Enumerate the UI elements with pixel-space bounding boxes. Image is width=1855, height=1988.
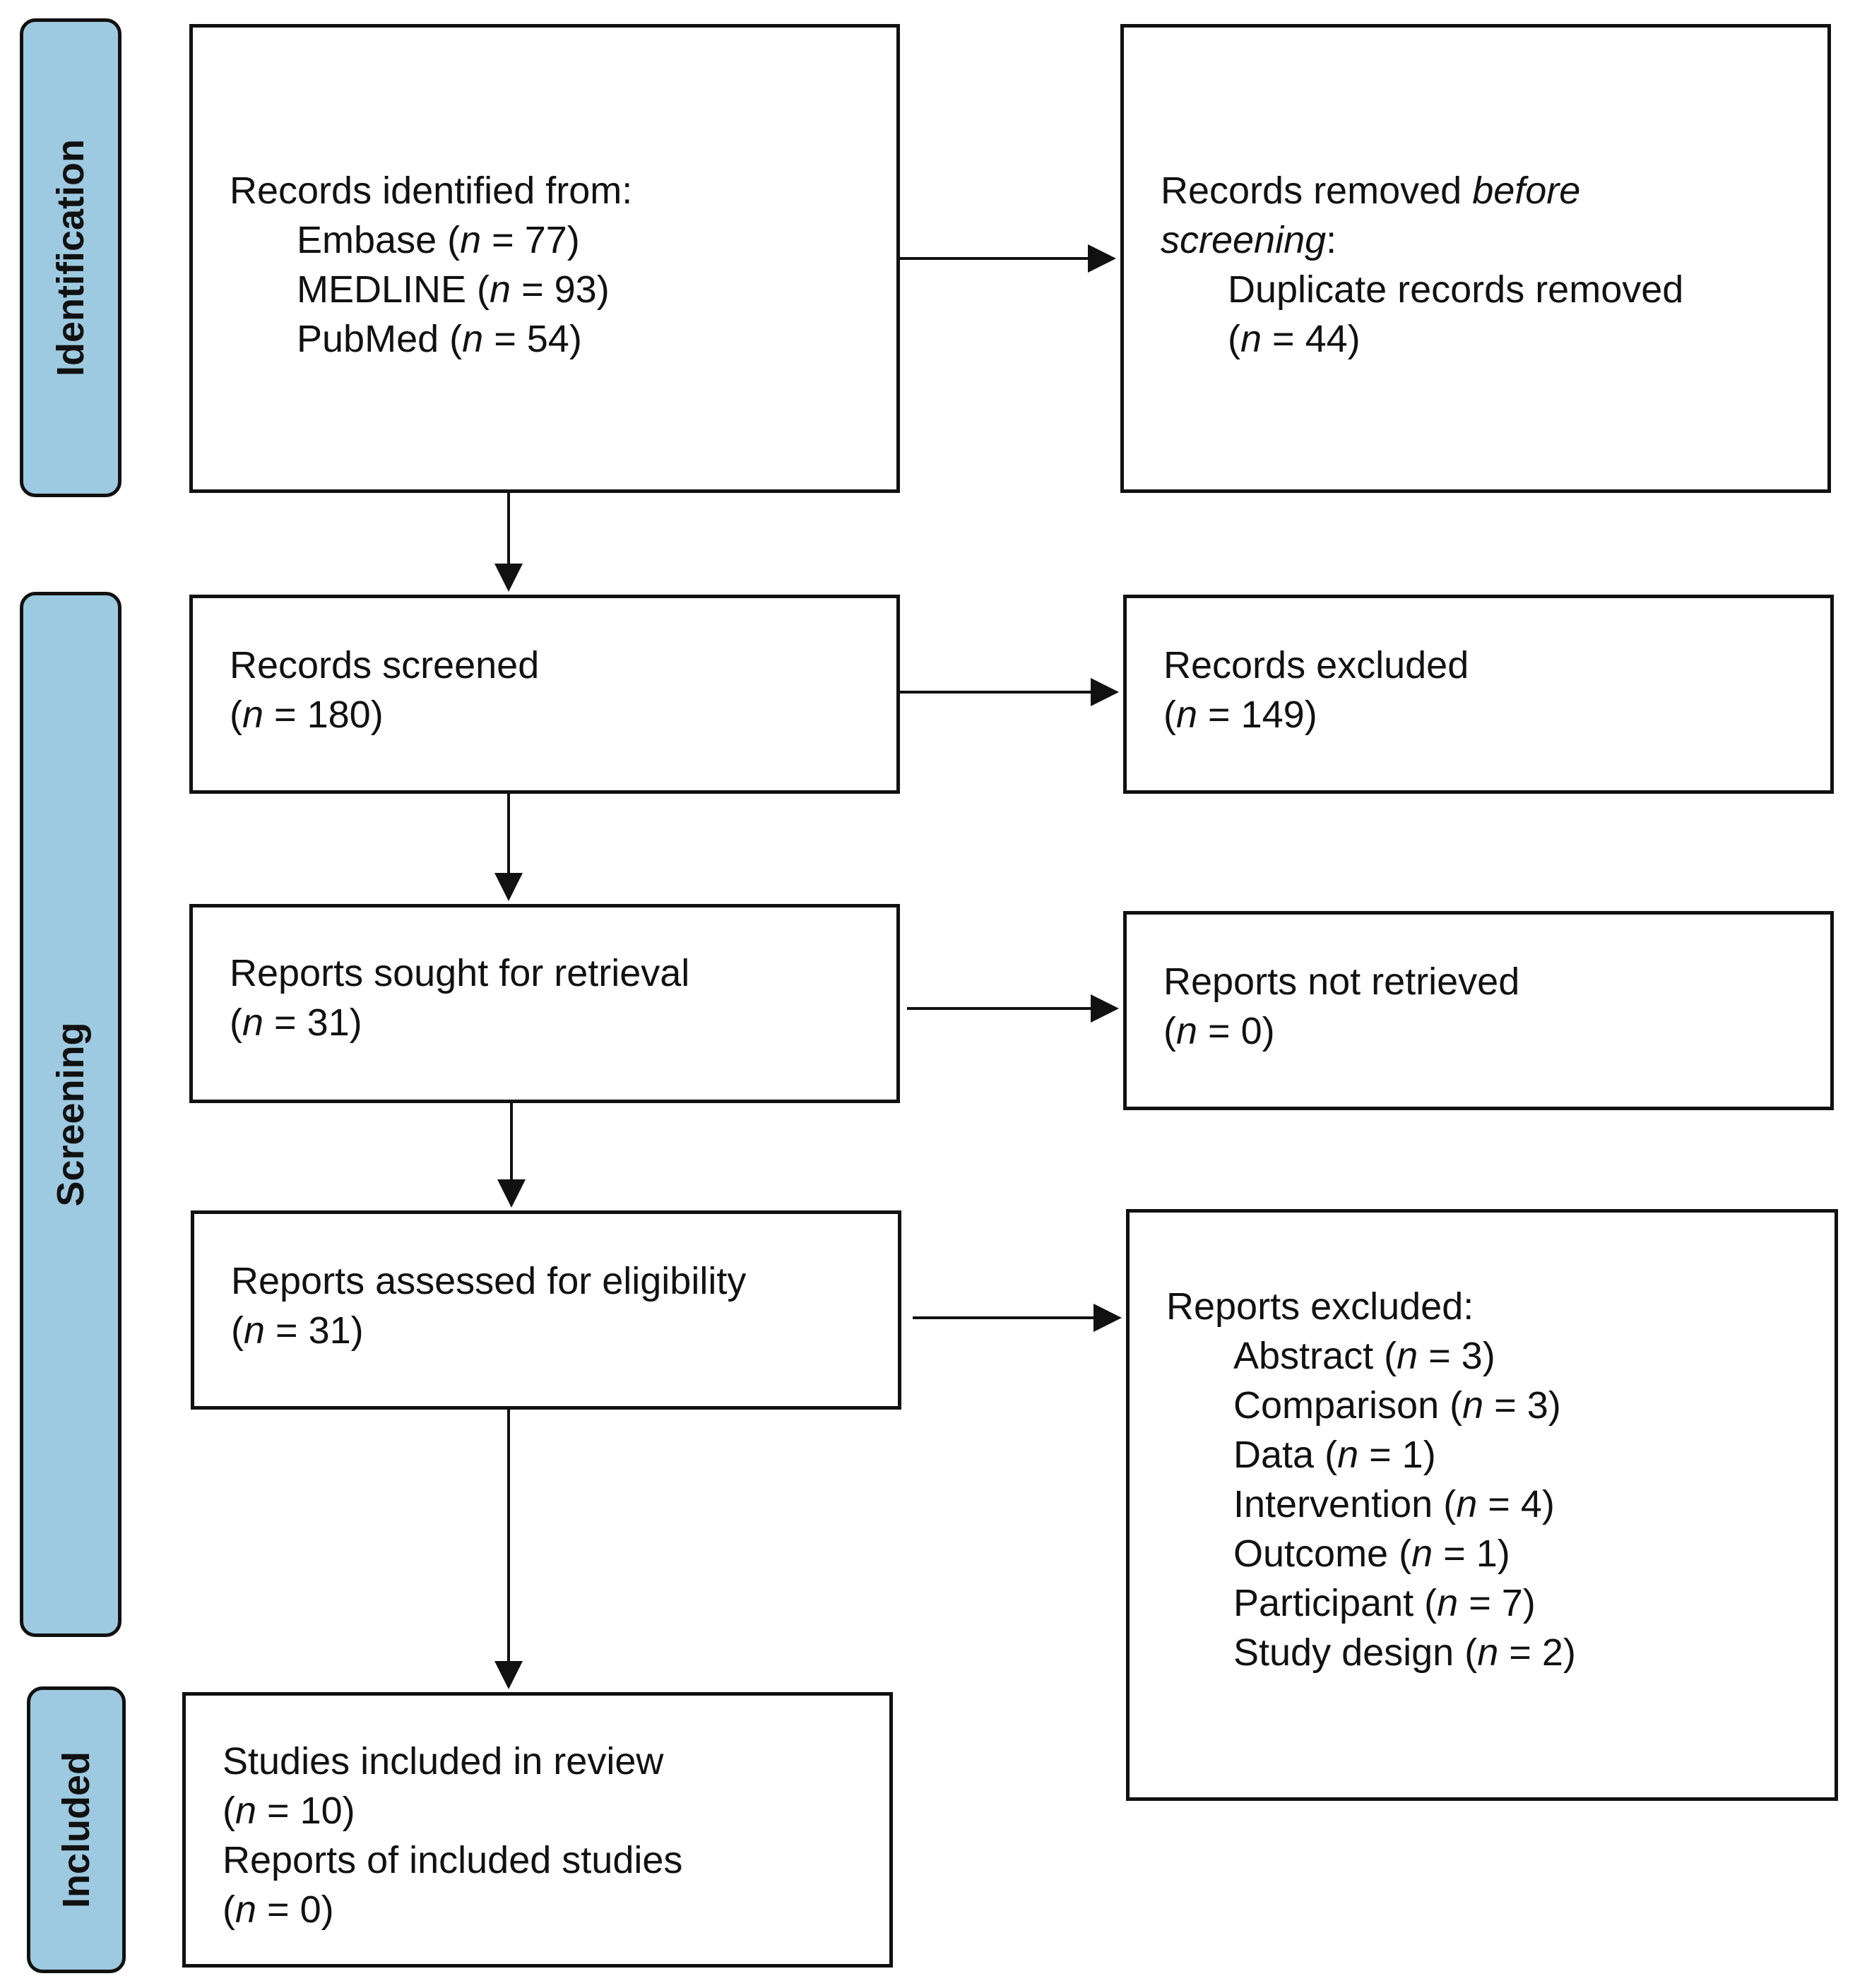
- records-identified-box: Records identified from: Embase (n = 77)…: [189, 24, 900, 493]
- source-embase: Embase (n = 77): [297, 219, 580, 261]
- records-removed-box: Records removed before screening: Duplic…: [1120, 24, 1831, 493]
- reports-not-retrieved-count: (n = 0): [1163, 1010, 1275, 1052]
- exclusion-reason-data: Data (n = 1): [1233, 1434, 1436, 1476]
- reports-not-retrieved-label: Reports not retrieved: [1163, 960, 1520, 1003]
- records-excluded-box: Records excluded (n = 149): [1123, 595, 1834, 794]
- phase-screening: Screening: [20, 592, 122, 1637]
- exclusion-reason-participant: Participant (n = 7): [1233, 1582, 1536, 1624]
- exclusion-reason-comparison: Comparison (n = 3): [1233, 1384, 1561, 1427]
- reports-not-retrieved-box: Reports not retrieved (n = 0): [1123, 911, 1834, 1110]
- source-medline: MEDLINE (n = 93): [297, 268, 610, 311]
- reports-sought-count: (n = 31): [230, 1001, 362, 1044]
- reports-sought-box: Reports sought for retrieval (n = 31): [189, 904, 900, 1103]
- reports-included-label: Reports of included studies: [223, 1839, 683, 1881]
- reports-assessed-count: (n = 31): [231, 1309, 364, 1352]
- exclusion-reason-intervention: Intervention (n = 4): [1233, 1483, 1555, 1525]
- records-excluded-count: (n = 149): [1163, 694, 1317, 736]
- phase-identification: Identification: [20, 18, 122, 497]
- phase-included: Included: [27, 1686, 126, 1973]
- studies-included-box: Studies included in review (n = 10) Repo…: [182, 1692, 893, 1968]
- studies-included-count: (n = 10): [223, 1790, 355, 1832]
- source-pubmed: PubMed (n = 54): [297, 318, 582, 360]
- records-screened-label: Records screened: [230, 644, 540, 686]
- reports-excluded-box: Reports excluded: Abstract (n = 3) Compa…: [1126, 1209, 1838, 1801]
- reports-included-count: (n = 0): [223, 1888, 334, 1931]
- records-screened-count: (n = 180): [230, 694, 384, 736]
- reports-assessed-label: Reports assessed for eligibility: [231, 1260, 747, 1302]
- exclusion-reason-abstract: Abstract (n = 3): [1233, 1335, 1495, 1377]
- duplicate-records-label: Duplicate records removed: [1228, 268, 1684, 311]
- records-removed-heading-cont: screening:: [1161, 219, 1337, 261]
- reports-excluded-heading: Reports excluded:: [1166, 1285, 1474, 1328]
- exclusion-reason-study-design: Study design (n = 2): [1233, 1631, 1576, 1674]
- records-identified-heading: Records identified from:: [230, 169, 633, 212]
- reports-sought-label: Reports sought for retrieval: [230, 952, 690, 994]
- studies-included-label: Studies included in review: [223, 1740, 664, 1782]
- records-removed-heading: Records removed before: [1161, 169, 1581, 212]
- records-excluded-label: Records excluded: [1163, 644, 1469, 686]
- reports-assessed-box: Reports assessed for eligibility (n = 31…: [191, 1210, 901, 1410]
- exclusion-reason-outcome: Outcome (n = 1): [1233, 1532, 1510, 1575]
- records-screened-box: Records screened (n = 180): [189, 595, 900, 794]
- duplicate-records-count: (n = 44): [1228, 318, 1361, 360]
